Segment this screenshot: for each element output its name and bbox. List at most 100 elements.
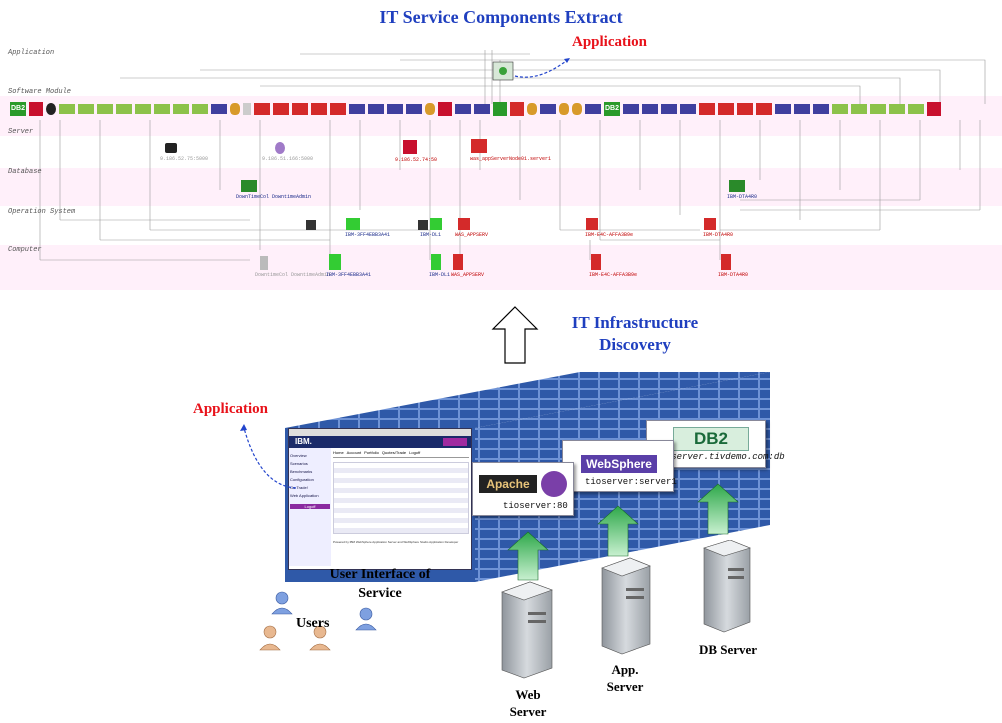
- server-node-icon: [275, 142, 285, 154]
- module-icon: [718, 103, 734, 115]
- ui-footer: Powered by IBM WebSphere Application Ser…: [333, 540, 459, 544]
- server-towers: [501, 540, 751, 679]
- db2-icon: DB2: [10, 102, 26, 116]
- db-server-label: DB Server: [698, 642, 758, 657]
- module-icon: [330, 103, 346, 115]
- discovery-arrows: [507, 483, 739, 581]
- websphere-icon: [794, 104, 810, 114]
- database-label: IBM-DTA4R0: [727, 194, 758, 200]
- server-node-icon: [165, 143, 177, 153]
- sidebar-link[interactable]: Go Trade!: [290, 485, 308, 490]
- module-icon: [832, 104, 848, 114]
- websphere-icon: [474, 104, 490, 114]
- computer-label: DowntimeCol DowntimeAdmin: [255, 272, 331, 278]
- database-label: DownTimeCol DowntimeAdmin: [236, 194, 312, 200]
- sidebar-link[interactable]: Web Application: [290, 493, 319, 498]
- server-node-icon: [471, 139, 487, 153]
- module-icon: [699, 103, 715, 115]
- computer-label: WAS_APPSERV: [451, 272, 485, 278]
- lane-label: Server: [8, 128, 34, 136]
- software-module-strip: DB2 DB2: [10, 100, 1002, 118]
- tab-portfolio[interactable]: Portfolio: [364, 450, 379, 455]
- server-ip-label: 9.186.51.166:5000: [262, 156, 314, 162]
- top-application-label: Application: [572, 34, 648, 50]
- module-icon: [135, 104, 151, 114]
- websphere-icon: [406, 104, 422, 114]
- computer-label: IBM-DTA4R0: [718, 272, 749, 278]
- module-icon: [425, 103, 435, 115]
- module-icon: [572, 103, 582, 115]
- websphere-icon: [540, 104, 556, 114]
- browser-bar: [289, 429, 471, 436]
- lane-label: Software Module: [8, 88, 72, 96]
- module-icon: [192, 104, 208, 114]
- module-icon: [116, 104, 132, 114]
- sidebar-link[interactable]: Benchmarks: [290, 469, 313, 474]
- tab-logoff[interactable]: Logoff: [409, 450, 421, 455]
- sidebar-link[interactable]: Configuration: [290, 477, 314, 482]
- module-icon: [927, 102, 941, 116]
- os-label: WAS_APPSERV: [455, 232, 489, 238]
- ui-header: IBM.: [289, 436, 471, 448]
- tab-account[interactable]: Account: [346, 450, 362, 455]
- websphere-card: WebSphere tioserver:server1: [562, 440, 677, 492]
- logoff-button[interactable]: Logoff: [290, 504, 330, 509]
- database-node-icon: [241, 180, 257, 192]
- lane-label: Computer: [8, 246, 42, 254]
- module-icon: [493, 102, 507, 116]
- db2-server-label: tioserver.tivdemo.com:db: [655, 452, 785, 462]
- computer-node-icon: [329, 254, 341, 270]
- computer-label: IBM-E4C-AFFA3B9e: [589, 272, 638, 278]
- websphere-icon: [680, 104, 696, 114]
- app-server-tower: [601, 557, 651, 655]
- lane-label: Application: [8, 49, 55, 57]
- web-server-tower: [501, 581, 553, 679]
- tab-quotes-trade[interactable]: Quotes/Trade: [381, 450, 407, 455]
- module-icon: [311, 103, 327, 115]
- database-node-icon: [729, 180, 745, 192]
- module-icon: [527, 103, 537, 115]
- websphere-icon: [368, 104, 384, 114]
- apache-logo: Apache: [479, 475, 537, 493]
- bottom-application-label: Application: [193, 401, 269, 417]
- db2-icon: DB2: [604, 102, 620, 116]
- os-node-icon: [306, 220, 316, 230]
- tab-home[interactable]: Home: [333, 450, 344, 455]
- websphere-icon: [349, 104, 365, 114]
- module-icon: [870, 104, 886, 114]
- websphere-server-label: tioserver:server1: [585, 477, 677, 487]
- websphere-icon: [455, 104, 471, 114]
- os-label: IBM-DTA4R0: [703, 232, 734, 238]
- module-icon: [438, 102, 452, 116]
- websphere-icon: [623, 104, 639, 114]
- computer-node-icon: [453, 254, 463, 270]
- websphere-icon: [642, 104, 658, 114]
- ui-body: Overview Scenarios Benchmarks Configurat…: [289, 448, 471, 566]
- module-icon: [889, 104, 905, 114]
- computer-node-icon: [591, 254, 601, 270]
- ui-of-service-label: User Interface of Service: [329, 567, 431, 601]
- ui-table: [333, 462, 469, 534]
- module-icon: [29, 102, 43, 116]
- apache-feather-icon: [541, 471, 567, 497]
- module-icon: [97, 104, 113, 114]
- os-label: IBM-3FF4EBB3A41: [345, 232, 391, 238]
- ui-content: Home Account Portfolio Quotes/Trade Logo…: [331, 448, 471, 566]
- sidebar-link[interactable]: Overview: [290, 453, 307, 458]
- server-node-icon: [403, 140, 417, 154]
- computer-node-icon: [260, 256, 268, 270]
- server-ip-label: 9.186.52.75:5000: [160, 156, 209, 162]
- ui-banner: [443, 438, 467, 446]
- web-server-label: Web Server: [509, 687, 547, 719]
- ui-sidebar: Overview Scenarios Benchmarks Configurat…: [289, 448, 331, 566]
- module-icon: [173, 104, 189, 114]
- sidebar-link[interactable]: Scenarios: [290, 461, 308, 466]
- discovery-up-arrow: [491, 306, 539, 364]
- websphere-icon: [813, 104, 829, 114]
- module-icon: [292, 103, 308, 115]
- os-label: IBM-E4C-AFFA3B9e: [585, 232, 634, 238]
- ui-brand: IBM.: [295, 437, 312, 446]
- service-components-map: [0, 50, 1002, 290]
- module-icon: [737, 103, 753, 115]
- os-node-icon: [346, 218, 360, 230]
